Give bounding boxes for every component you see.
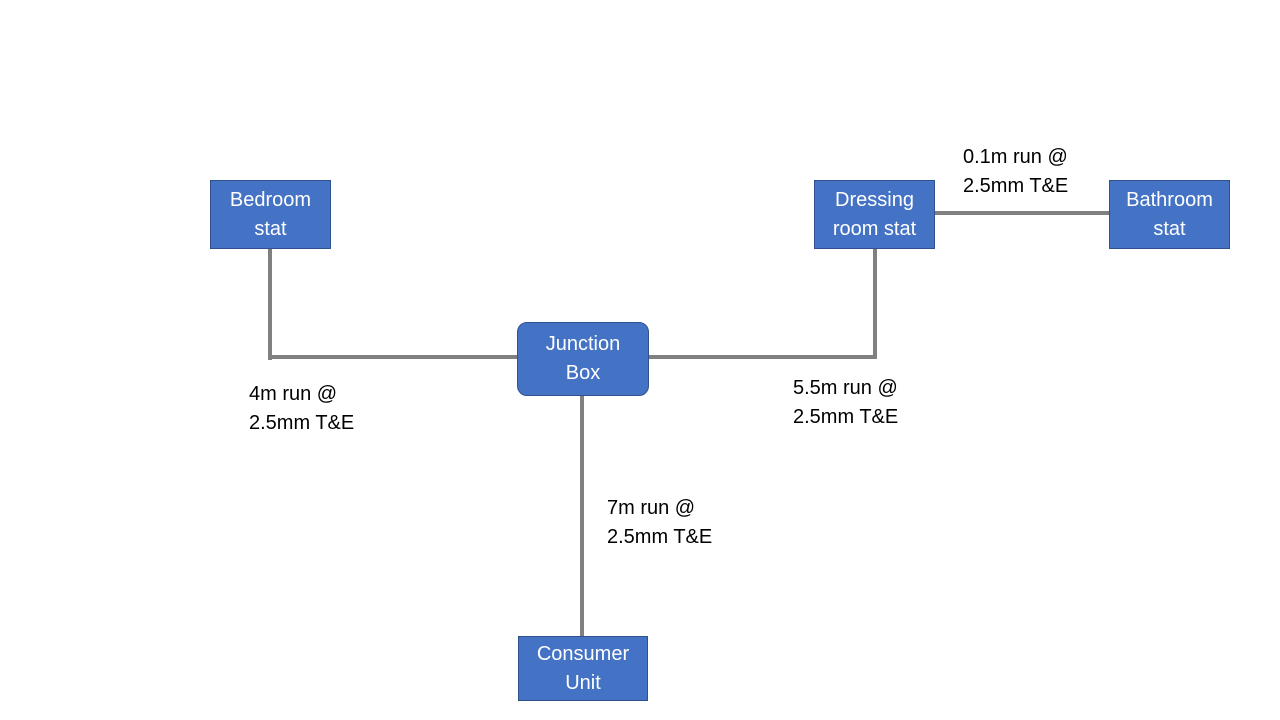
dressing-room-run-label: 5.5m run @ 2.5mm T&E	[793, 374, 898, 432]
wire-dressing-vertical	[873, 248, 877, 359]
wire-bedroom-horizontal	[268, 355, 520, 359]
consumer-unit-run-cable: 2.5mm T&E	[607, 526, 713, 548]
dressing-room-stat-label-line2: room stat	[832, 217, 917, 240]
dressing-room-run-cable: 2.5mm T&E	[793, 406, 899, 428]
bathroom-run-label: 0.1m run @ 2.5mm T&E	[963, 143, 1068, 201]
bathroom-stat-node: Bathroom stat	[1109, 180, 1230, 249]
wire-bedroom-vertical	[268, 248, 272, 360]
consumer-unit-run-length: 7m run @	[607, 497, 696, 519]
bathroom-stat-label-line2: stat	[1153, 217, 1186, 240]
bedroom-run-cable: 2.5mm T&E	[249, 412, 355, 434]
bathroom-stat-label-line1: Bathroom	[1126, 188, 1213, 211]
bedroom-stat-node: Bedroom stat	[210, 180, 331, 249]
bedroom-stat-label-line2: stat	[254, 217, 287, 240]
bathroom-run-cable: 2.5mm T&E	[963, 175, 1069, 197]
junction-box-label-line1: Junction	[545, 333, 621, 355]
wire-consumer-unit-vertical	[580, 394, 584, 637]
wire-bathroom-horizontal	[934, 211, 1110, 215]
bedroom-run-label: 4m run @ 2.5mm T&E	[249, 380, 354, 438]
dressing-room-stat-node: Dressing room stat	[814, 180, 935, 249]
dressing-room-stat-label-line1: Dressing	[835, 188, 914, 211]
consumer-unit-label-line1: Consumer	[536, 642, 630, 665]
wire-dressing-horizontal	[646, 355, 877, 359]
bathroom-run-length: 0.1m run @	[963, 146, 1068, 168]
dressing-room-run-length: 5.5m run @	[793, 377, 898, 399]
bedroom-run-length: 4m run @	[249, 383, 338, 405]
consumer-unit-node: Consumer Unit	[518, 636, 648, 701]
junction-box-node: Junction Box	[517, 322, 649, 396]
consumer-unit-run-label: 7m run @ 2.5mm T&E	[607, 494, 712, 552]
consumer-unit-label-line2: Unit	[565, 671, 601, 694]
bedroom-stat-label-line1: Bedroom	[229, 188, 312, 211]
junction-box-label-line2: Box	[565, 362, 601, 384]
